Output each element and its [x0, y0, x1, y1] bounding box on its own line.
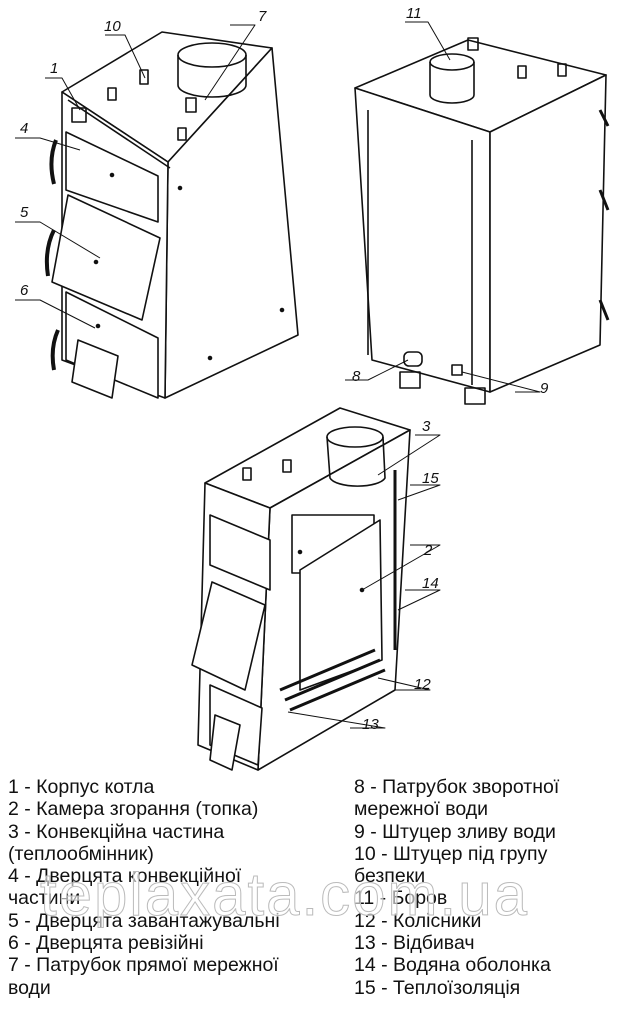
callout-4: 4	[20, 120, 29, 137]
callout-1: 1	[50, 60, 59, 77]
boiler-cutaway-view	[191, 407, 411, 771]
callout-15: 15	[422, 470, 439, 487]
leader-lines	[15, 21, 541, 729]
legend-item: 7 - Патрубок прямої мережної	[8, 954, 279, 977]
legend-item: частини	[8, 887, 81, 910]
boiler-front-view	[44, 31, 299, 399]
legend-item: води	[8, 976, 51, 999]
callout-11: 11	[406, 5, 422, 22]
legend-item: 2 - Камера згорання (топка)	[8, 798, 259, 821]
legend-item: 14 - Водяна оболонка	[354, 954, 551, 977]
legend-item: 5 - Дверцята завантажувальні	[8, 909, 280, 932]
legend-item: 10 - Штуцер під групу	[354, 842, 548, 865]
legend-item: (теплообмінник)	[8, 842, 154, 865]
legend-item: 11 - Боров	[354, 887, 448, 910]
legend-left: 1 - Корпус котла 2 - Камера згорання (то…	[8, 776, 280, 999]
callout-6: 6	[20, 282, 29, 299]
legend-item: 8 - Патрубок зворотної	[354, 776, 560, 798]
boiler-rear-view	[354, 37, 610, 405]
legend-item: 15 - Теплоїзоляція	[354, 976, 521, 999]
legend-item: 12 - Колісники	[354, 909, 482, 932]
callout-14: 14	[422, 575, 439, 592]
legend-right: 8 - Патрубок зворотної мережної води 9 -…	[354, 776, 559, 999]
legend-item: 9 - Штуцер зливу води	[354, 820, 556, 843]
callout-9: 9	[540, 380, 549, 397]
callout-7: 7	[258, 8, 267, 25]
legend-item: 6 - Дверцята ревізійні	[8, 932, 204, 955]
callout-2: 2	[424, 542, 433, 559]
callout-12: 12	[414, 676, 431, 693]
callout-13: 13	[362, 716, 379, 733]
callout-10: 10	[104, 18, 121, 35]
callout-3: 3	[422, 418, 431, 435]
legend-item: безпеки	[354, 865, 426, 888]
boiler-drawings	[15, 21, 610, 771]
legend-item: мережної води	[354, 798, 489, 821]
legend-item: 1 - Корпус котла	[8, 776, 155, 798]
legend-item: 3 - Конвекційна частина	[8, 820, 225, 843]
callout-8: 8	[352, 368, 361, 385]
callout-5: 5	[20, 204, 29, 221]
watermark: teplaxata.com.ua	[40, 861, 529, 929]
legend-item: 4 - Дверцята конвекційної	[8, 865, 242, 888]
legend-item: 13 - Відбивач	[354, 932, 475, 955]
